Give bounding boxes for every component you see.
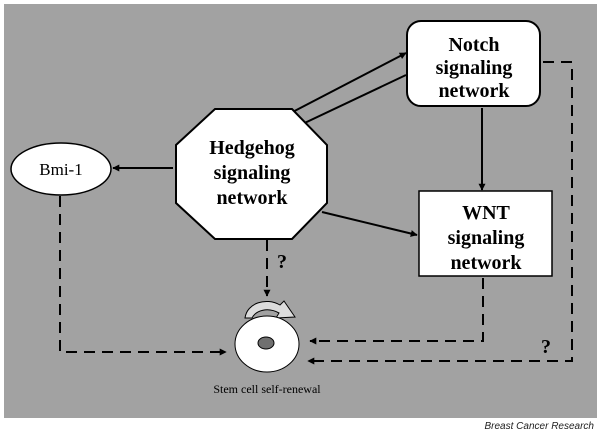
self-renewal-curved-arrow-icon xyxy=(244,300,296,319)
hedgehog-label-line-1: Hedgehog xyxy=(209,137,295,159)
wnt-label-line-3: network xyxy=(450,252,522,274)
notch-label-line-3: network xyxy=(438,80,510,102)
notch-label-line-1: Notch xyxy=(448,34,499,56)
arrow-hedgehog-to-wnt xyxy=(321,211,418,237)
stem-cell-node: Stem cell self-renewal xyxy=(213,300,321,396)
wnt-node: WNT signaling network xyxy=(418,190,553,277)
hedgehog-label-line-2: signaling xyxy=(214,162,291,184)
notch-node: Notch signaling network xyxy=(406,20,541,107)
arrow-hedgehog-to-notch xyxy=(282,52,407,118)
connectors xyxy=(112,52,486,237)
bmi1-node: Bmi-1 xyxy=(10,142,112,196)
wnt-label-line-1: WNT xyxy=(462,202,510,224)
wnt-label-line-2: signaling xyxy=(448,227,525,249)
hedgehog-node: Hedgehog signaling network xyxy=(175,108,328,240)
question-mark-notch: ? xyxy=(541,336,551,358)
source-credit: Breast Cancer Research xyxy=(484,421,595,432)
notch-label-line-2: signaling xyxy=(436,57,513,79)
dashed-arrow-wnt-to-stem-cell xyxy=(309,278,484,345)
stem-cell-caption: Stem cell self-renewal xyxy=(213,382,321,396)
question-mark-hedgehog: ? xyxy=(277,251,287,273)
bmi1-label: Bmi-1 xyxy=(39,160,82,179)
hedgehog-label-line-3: network xyxy=(216,187,288,209)
stem-cell-nucleus-icon xyxy=(257,336,275,350)
dashed-arrow-notch-to-stem-cell xyxy=(307,61,573,365)
arrow-notch-to-hedgehog xyxy=(293,74,407,129)
dashed-connectors xyxy=(59,61,573,365)
